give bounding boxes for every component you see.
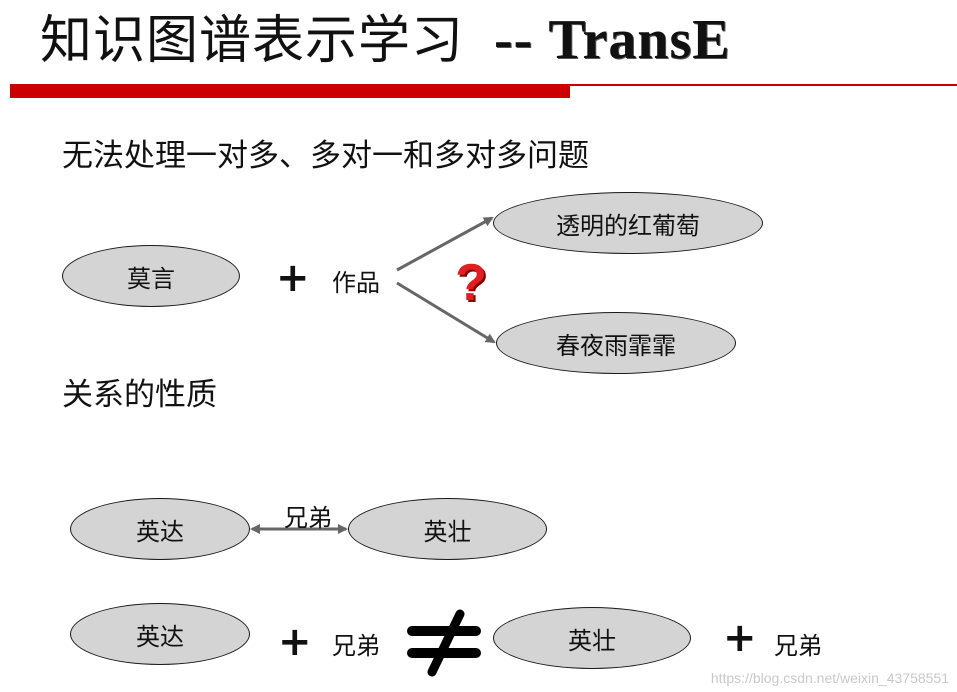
plus-sign-3: + (723, 615, 757, 661)
heading-relation-properties: 关系的性质 (62, 377, 217, 413)
svg-text:?: ? (455, 254, 487, 312)
entity-yingzhuang-2-label: 英壮 (568, 626, 616, 655)
entity-yingzhuang-1-label: 英壮 (423, 517, 472, 546)
relation-brother-3: 兄弟 (774, 632, 822, 660)
not-equal-icon (407, 609, 481, 677)
entity-tail2: 春夜雨霏霏 (496, 312, 736, 374)
title-underline-thick (10, 84, 570, 98)
entity-yingda-2: 英达 (70, 603, 250, 665)
arrow-to-tail1 (396, 216, 494, 272)
title-chinese: 知识图谱表示学习 (40, 11, 465, 71)
arrow-to-tail2 (396, 281, 496, 344)
title-underline-thin (570, 84, 957, 86)
entity-yingzhuang-1: 英壮 (348, 498, 547, 560)
entity-yingda-1-label: 英达 (136, 517, 184, 546)
relation-brother-1: 兄弟 (284, 504, 332, 532)
relation-works: 作品 (332, 269, 380, 297)
svg-text:?: ? (457, 256, 489, 314)
entity-tail2-label: 春夜雨霏霏 (556, 331, 676, 360)
entity-moyan: 莫言 (62, 245, 240, 307)
entity-tail1: 透明的红葡萄 (493, 192, 763, 254)
slide-title: 知识图谱表示学习 -- TransE (40, 8, 731, 73)
entity-yingzhuang-2: 英壮 (493, 607, 691, 669)
heading-many-to-many: 无法处理一对多、多对一和多对多问题 (62, 138, 589, 174)
watermark-text: https://blog.csdn.net/weixin_43758551 (710, 670, 949, 686)
entity-yingda-2-label: 英达 (136, 622, 184, 651)
plus-sign-1: + (276, 255, 310, 301)
entity-tail1-label: 透明的红葡萄 (556, 211, 700, 240)
title-english: -- TransE (494, 9, 731, 71)
plus-sign-2: + (278, 619, 312, 665)
entity-yingda-1: 英达 (70, 498, 250, 560)
question-mark-icon: ? ? (455, 254, 489, 314)
relation-brother-2: 兄弟 (332, 632, 380, 660)
entity-moyan-label: 莫言 (127, 264, 175, 293)
